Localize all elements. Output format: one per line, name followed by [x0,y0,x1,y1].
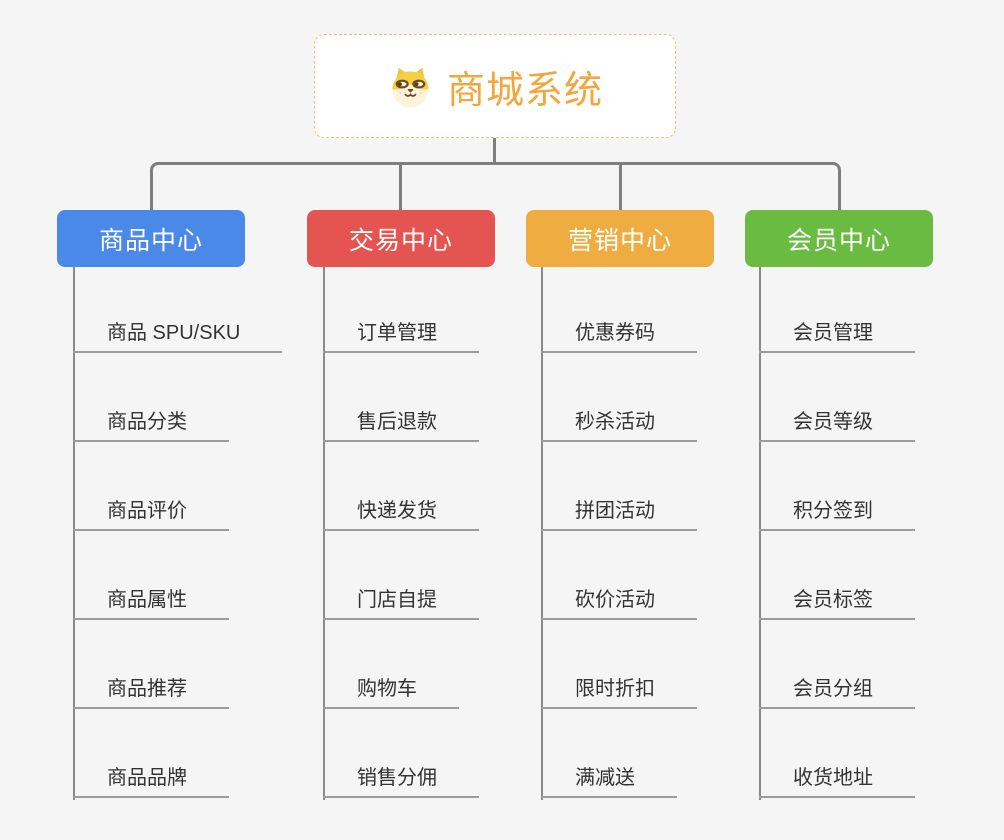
branch-item[interactable]: 商品属性 [73,531,229,620]
branch-item-label: 商品分类 [107,411,187,433]
root-node[interactable]: 商城系统 [314,34,676,138]
branch-item[interactable]: 收货地址 [759,709,915,798]
branch-items: 会员管理 会员等级 积分签到 会员标签 会员分组 收货地址 [759,264,915,798]
branch-trunk [541,267,543,800]
branch-item[interactable]: 会员分组 [759,620,915,709]
branch-header-members[interactable]: 会员中心 [745,210,933,267]
branch-item[interactable]: 商品品牌 [73,709,229,798]
branch-item-label: 商品推荐 [107,678,187,700]
branch-header-products[interactable]: 商品中心 [57,210,245,267]
root-title: 商城系统 [446,69,603,112]
branch-item-label: 会员等级 [793,411,873,433]
connector-root-stub [493,137,496,164]
branch-item[interactable]: 商品 SPU/SKU [73,264,283,353]
branch-header-trade[interactable]: 交易中心 [307,210,495,267]
branch-item[interactable]: 砍价活动 [541,531,697,620]
branch-item-label: 收货地址 [793,767,873,789]
branch-item-label: 快递发货 [357,500,437,522]
branch-item-label: 会员管理 [793,322,873,344]
branch-items: 商品 SPU/SKU 商品分类 商品评价 商品属性 商品推荐 商品品牌 [73,264,283,798]
branch-item-label: 销售分佣 [357,767,437,789]
branch-item[interactable]: 销售分佣 [323,709,479,798]
branch-item[interactable]: 秒杀活动 [541,353,697,442]
branch-item-label: 砍价活动 [575,589,655,611]
branch-header-marketing[interactable]: 营销中心 [526,210,714,267]
branch-item-label: 优惠券码 [575,322,655,344]
branch-trunk [759,267,761,800]
branch-item-label: 积分签到 [793,500,873,522]
branch-item-label: 商品 SPU/SKU [107,322,241,344]
branch-trunk [323,267,325,800]
branch-item-label: 拼团活动 [575,500,655,522]
branch-item[interactable]: 售后退款 [323,353,479,442]
connector-drop [619,162,622,210]
connector-drop [399,162,402,210]
branch-item[interactable]: 会员等级 [759,353,915,442]
branch-item-label: 购物车 [357,678,417,700]
branch-item[interactable]: 门店自提 [323,531,479,620]
branch-item[interactable]: 会员管理 [759,264,915,353]
connector-rail [150,162,841,210]
branch-item-label: 会员分组 [793,678,873,700]
branch-item-label: 限时折扣 [575,678,655,700]
branch-item-label: 订单管理 [357,322,437,344]
branch-item-label: 满减送 [575,767,635,789]
branch-header-label: 交易中心 [348,226,453,255]
branch-header-label: 营销中心 [567,226,672,255]
branch-item[interactable]: 会员标签 [759,531,915,620]
branch-item-label: 秒杀活动 [575,411,655,433]
branch-item-label: 售后退款 [357,411,437,433]
shiba-dog-icon [387,65,434,108]
branch-item[interactable]: 商品评价 [73,442,229,531]
branch-item[interactable]: 优惠券码 [541,264,697,353]
branch-item-label: 门店自提 [357,589,437,611]
branch-items: 优惠券码 秒杀活动 拼团活动 砍价活动 限时折扣 满减送 [541,264,697,798]
branch-item[interactable]: 订单管理 [323,264,479,353]
branch-item[interactable]: 商品分类 [73,353,229,442]
branch-item[interactable]: 快递发货 [323,442,479,531]
branch-item-label: 会员标签 [793,589,873,611]
branch-header-label: 会员中心 [786,226,891,255]
branch-items: 订单管理 售后退款 快递发货 门店自提 购物车 销售分佣 [323,264,479,798]
branch-item[interactable]: 限时折扣 [541,620,697,709]
branch-item-label: 商品属性 [107,589,187,611]
branch-trunk [73,267,75,800]
branch-item-label: 商品评价 [107,500,187,522]
branch-item-label: 商品品牌 [107,767,187,789]
branch-item[interactable]: 购物车 [323,620,459,709]
branch-item[interactable]: 积分签到 [759,442,915,531]
branch-header-label: 商品中心 [98,226,203,255]
branch-item[interactable]: 商品推荐 [73,620,229,709]
branch-item[interactable]: 拼团活动 [541,442,697,531]
branch-item[interactable]: 满减送 [541,709,677,798]
